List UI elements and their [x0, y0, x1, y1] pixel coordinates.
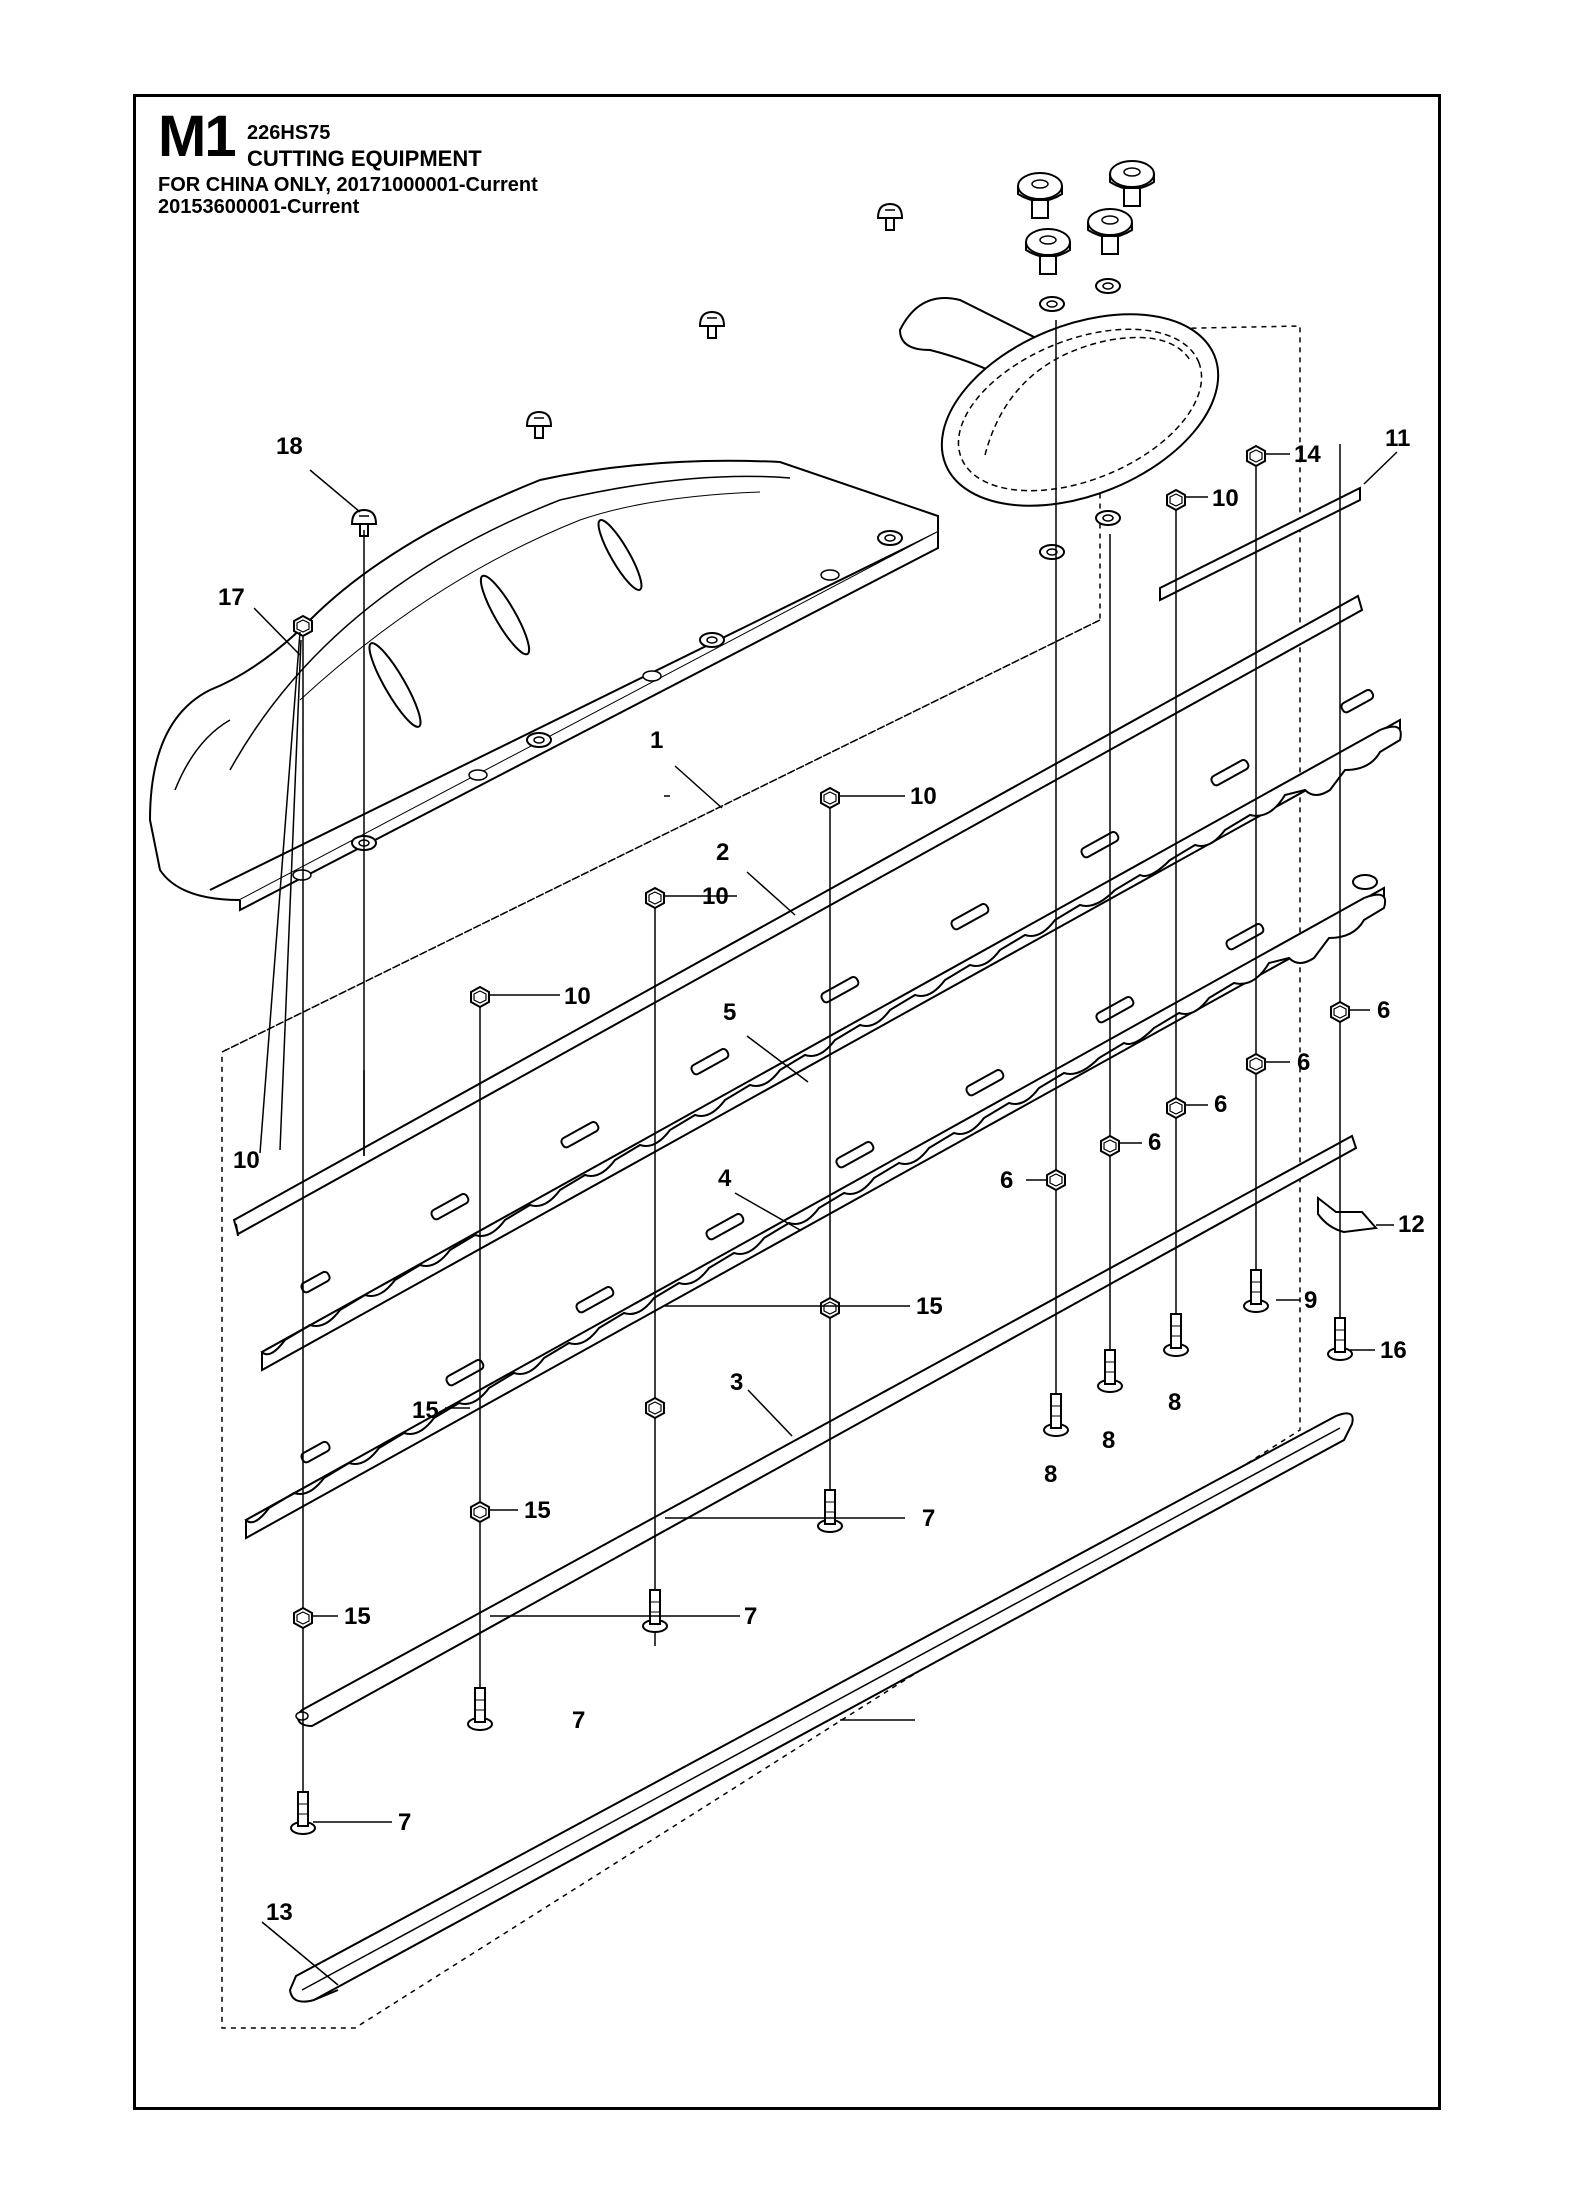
callout-7d: 7	[398, 1809, 411, 1836]
callout-14: 14	[1294, 441, 1321, 468]
callout-5: 5	[723, 999, 736, 1026]
callout-15c: 15	[524, 1497, 551, 1524]
callout-12: 12	[1398, 1211, 1425, 1238]
callout-labels: 1 2 3 4 5 6 6 6 6 6 7 7 7 7 8 8 8 9 10 1…	[218, 425, 1425, 1926]
callout-10a: 10	[233, 1147, 260, 1174]
callout-6c: 6	[1214, 1091, 1227, 1118]
hand-guard	[898, 297, 1220, 507]
callout-2: 2	[716, 839, 729, 866]
cover-washers	[292, 530, 903, 881]
section-code: M1	[158, 104, 237, 169]
callout-8c: 8	[1168, 1389, 1181, 1416]
callout-1: 1	[650, 727, 663, 754]
blade-cover	[148, 459, 939, 912]
leader-lines	[253, 451, 1398, 1986]
callout-10e: 10	[1212, 485, 1239, 512]
callout-9: 9	[1304, 1287, 1317, 1314]
model-number: 226HS75	[247, 122, 331, 144]
callout-16: 16	[1380, 1337, 1407, 1364]
serial-range-2: 20153600001-Current	[158, 196, 360, 218]
callout-4: 4	[718, 1165, 732, 1192]
page-title: CUTTING EQUIPMENT	[247, 146, 482, 171]
callout-6e: 6	[1000, 1167, 1013, 1194]
callout-7c: 7	[572, 1707, 585, 1734]
callout-10b: 10	[564, 983, 591, 1010]
callout-6a: 6	[1377, 997, 1390, 1024]
plate-11	[1159, 486, 1361, 602]
callout-7a: 7	[922, 1505, 935, 1532]
blade-upper	[260, 688, 1402, 1372]
callout-18: 18	[276, 433, 303, 460]
bolts	[290, 1269, 1353, 1835]
callout-10c: 10	[702, 883, 729, 910]
serial-range-1: FOR CHINA ONLY, 20171000001-Current	[158, 174, 538, 196]
callout-17: 17	[218, 584, 245, 611]
callout-15b: 15	[412, 1397, 439, 1424]
drawing-frame	[133, 94, 1441, 2110]
callout-6b: 6	[1297, 1049, 1310, 1076]
callout-7b: 7	[744, 1603, 757, 1630]
blade-strip-top	[232, 594, 1364, 1237]
callout-15d: 15	[344, 1603, 371, 1630]
callout-11: 11	[1385, 425, 1410, 452]
callout-15a: 15	[916, 1293, 943, 1320]
dashed-boundary	[221, 325, 1301, 2029]
blade-lower	[244, 874, 1386, 1540]
callout-6d: 6	[1148, 1129, 1161, 1156]
callout-3: 3	[730, 1369, 743, 1396]
callout-13: 13	[266, 1899, 293, 1926]
callout-10d: 10	[910, 783, 937, 810]
guard-rail	[288, 1412, 1354, 2003]
callout-8a: 8	[1044, 1461, 1057, 1488]
blade-strip-bottom	[295, 1134, 1358, 1728]
callout-8b: 8	[1102, 1427, 1115, 1454]
bracket-12	[1317, 1195, 1378, 1234]
